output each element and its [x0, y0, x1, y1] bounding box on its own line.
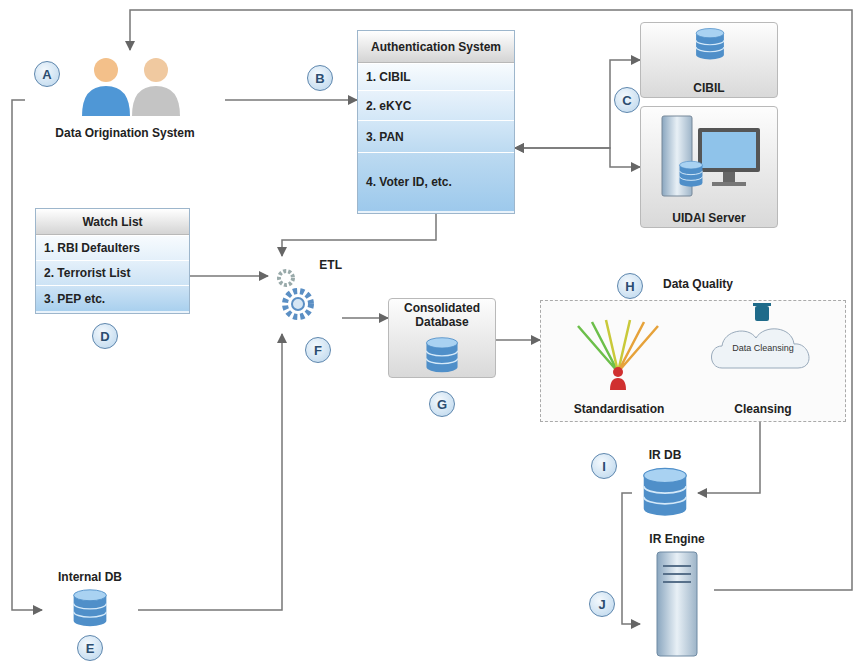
node-item: 1. RBI Defaulters [36, 235, 189, 260]
system-node: ETL [268, 256, 342, 334]
node-item: 3. PAN [358, 120, 514, 152]
node-title: CIBIL [693, 81, 724, 95]
database-icon [644, 468, 687, 515]
database-icon [426, 338, 457, 373]
database-icon [74, 590, 107, 626]
node-title: UIDAI Server [672, 211, 745, 225]
list-box: Watch List1. RBI Defaulters2. Terrorist … [35, 208, 190, 314]
flow-arrow [515, 148, 640, 167]
flow-arrow [515, 60, 640, 148]
flow-arrow [138, 334, 282, 610]
gear-icon [279, 271, 311, 317]
flow-arrow [190, 275, 268, 277]
node-title: IR Engine [649, 532, 704, 546]
callout-letter: C [614, 87, 640, 113]
node-title: Standardisation [574, 402, 665, 416]
callout-letter: E [77, 635, 103, 661]
callout-letter: J [589, 591, 615, 617]
server-icon [662, 116, 760, 196]
callout-letter: D [92, 323, 118, 349]
node-title: Watch List [36, 209, 189, 235]
people-icon [82, 58, 180, 116]
callout-letter: H [617, 273, 643, 299]
node-title: Data Cleansing [693, 343, 833, 353]
callout-letter: B [307, 65, 333, 91]
node-title: ETL [319, 258, 342, 272]
node-title: Authentication System [358, 31, 514, 63]
callout-letter: F [305, 337, 331, 363]
flow-arrow [282, 214, 436, 256]
database-icon [696, 29, 724, 60]
node-title: Data Origination System [55, 126, 194, 140]
flow-arrow [130, 10, 852, 590]
flow-arrow [622, 493, 640, 624]
node-item: 4. Voter ID, etc. [358, 152, 514, 211]
flow-arrow [496, 339, 540, 341]
callout-letter: A [34, 61, 60, 87]
node-item: 1. CIBIL [358, 63, 514, 90]
node-item: 2. eKYC [358, 90, 514, 120]
node-item: 3. PEP etc. [36, 285, 189, 311]
hierarchy-icon [578, 320, 658, 390]
list-box: Authentication System1. CIBIL2. eKYC3. P… [357, 30, 515, 214]
system-node: Standardisation [556, 306, 682, 418]
flow-arrow [225, 99, 357, 101]
node-title: Consolidated Database [389, 301, 495, 329]
node-title: Internal DB [58, 570, 122, 584]
node-item: 2. Terrorist List [36, 260, 189, 285]
node-item: Cleansing [734, 402, 791, 416]
cleansing-icon [712, 303, 810, 368]
server-icon [657, 552, 697, 656]
flow-arrow [12, 100, 42, 610]
flow-arrow [342, 317, 388, 319]
node-title: IR DB [649, 448, 682, 462]
flow-arrow [698, 422, 760, 493]
callout-letter: I [591, 453, 617, 479]
node-title: Data Quality [663, 277, 733, 291]
callout-letter: G [429, 391, 455, 417]
